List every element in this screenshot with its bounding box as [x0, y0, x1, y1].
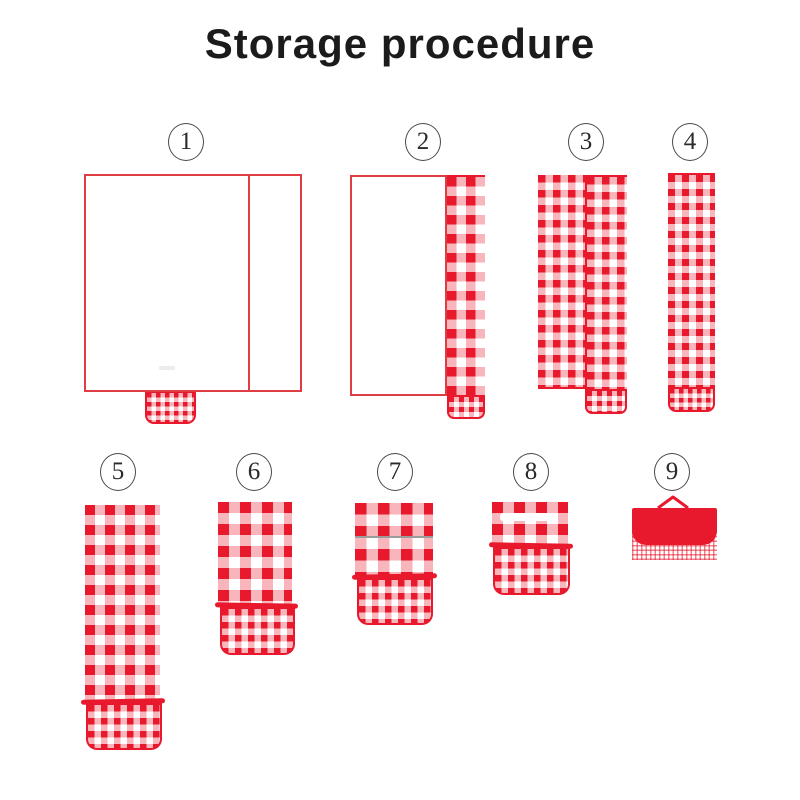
step-1-fold-mark [159, 366, 175, 370]
step-6-strip [218, 502, 292, 607]
step-6-pouch [220, 607, 295, 655]
step-1-mat-outline [84, 174, 302, 392]
step-3-number: 3 [579, 128, 593, 155]
step-6-number-badge: 6 [236, 453, 272, 491]
step-3-right-strip [585, 175, 627, 389]
step-3-left-strip [538, 175, 585, 389]
step-5-number-badge: 5 [100, 453, 136, 491]
step-5-strip [85, 505, 160, 703]
step-7-strip [355, 503, 433, 578]
step-7-pouch [357, 578, 433, 625]
step-7-number-badge: 7 [377, 453, 413, 491]
step-2-mat-outline [350, 175, 447, 396]
step-2-number: 2 [416, 128, 430, 155]
step-5-number: 5 [111, 458, 125, 485]
step-4-pouch [668, 387, 715, 412]
step-8-strap-band [500, 513, 558, 521]
step-8-number-badge: 8 [513, 453, 549, 491]
step-9-number-badge: 9 [654, 453, 690, 491]
step-8-pouch [493, 547, 570, 595]
step-7-crease-line [355, 536, 433, 538]
step-9-number: 9 [665, 458, 679, 485]
step-1-number-badge: 1 [168, 123, 204, 161]
step-8-strip [492, 502, 568, 547]
step-7-number: 7 [388, 458, 402, 485]
step-2-folded-strip [447, 175, 485, 396]
step-9-bag-flap [632, 508, 717, 545]
step-9-handle-icon [657, 495, 689, 510]
page-title: Storage procedure [204, 20, 596, 67]
step-1-pouch [145, 391, 196, 424]
step-4-number-badge: 4 [672, 123, 708, 161]
step-8-number: 8 [524, 458, 538, 485]
step-3-pouch [585, 389, 627, 414]
step-3-number-badge: 3 [568, 123, 604, 161]
step-2-number-badge: 2 [405, 123, 441, 161]
step-4-strip [668, 173, 715, 389]
step-2-pouch [447, 395, 485, 419]
step-1-fold-line [248, 176, 250, 390]
step-5-pouch [86, 703, 162, 750]
step-1-number: 1 [179, 128, 193, 155]
step-4-number: 4 [683, 128, 697, 155]
step-6-number: 6 [247, 458, 261, 485]
